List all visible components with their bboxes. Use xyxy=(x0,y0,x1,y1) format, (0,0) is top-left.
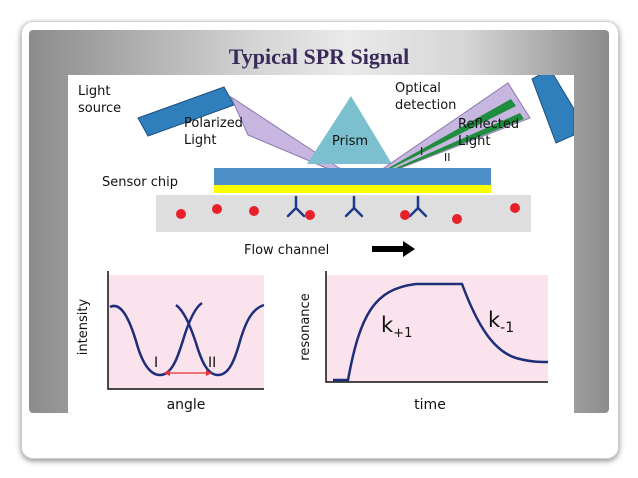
intensity-axis-label: intensity xyxy=(76,299,91,356)
prism xyxy=(307,96,392,164)
slide-title: Typical SPR Signal xyxy=(228,44,410,69)
beam-mark-i: I xyxy=(420,145,423,158)
angle-shift-arrow xyxy=(164,370,212,376)
polarized-light-label-1: Polarized xyxy=(184,116,243,131)
prism-label: Prism xyxy=(332,134,368,149)
time-axis-label: time xyxy=(414,397,446,413)
resonance-plot-axes xyxy=(325,271,548,383)
dip-label-ii: II xyxy=(208,355,216,371)
analyte-particle xyxy=(212,204,222,214)
receptor xyxy=(286,195,306,218)
flow-channel-label: Flow channel xyxy=(244,243,329,258)
receptor xyxy=(344,195,364,218)
reflected-green-band-2 xyxy=(362,113,524,183)
reflected-light-label-2: Light xyxy=(458,134,490,149)
resonance-axis-label: resonance xyxy=(298,293,313,360)
light-source-block xyxy=(137,86,235,137)
analyte-particle xyxy=(305,210,315,220)
intensity-plot-axes xyxy=(107,271,264,390)
light-source-label-2: source xyxy=(78,101,121,116)
polarized-light-label-2: Light xyxy=(184,133,216,148)
reflected-green-band-1 xyxy=(362,99,516,183)
reflected-light-label-1: Reflected xyxy=(458,117,519,132)
beam-mark-ii: II xyxy=(444,151,451,164)
flow-direction-arrow xyxy=(372,241,415,257)
optical-detection-label-1: Optical xyxy=(395,81,441,96)
analyte-particle xyxy=(452,214,462,224)
analyte-particle xyxy=(510,203,520,213)
intensity-curve-ii xyxy=(175,303,265,377)
spr-figure: Light source Polarized Light Prism I II … xyxy=(68,75,574,413)
flow-channel xyxy=(156,195,531,232)
optical-detection-block xyxy=(531,75,574,144)
analyte-particle xyxy=(249,206,259,216)
light-source-label-1: Light xyxy=(78,84,110,99)
resonance-curve xyxy=(333,282,549,382)
reflected-beam xyxy=(361,82,531,184)
optical-detection-label-2: detection xyxy=(395,98,456,113)
receptor xyxy=(408,195,428,218)
angle-axis-label: angle xyxy=(167,397,206,413)
resonance-plot-background xyxy=(326,275,548,382)
sensor-chip-label: Sensor chip xyxy=(102,175,178,190)
dip-label-i: I xyxy=(154,355,158,371)
sensor-chip-blue-layer xyxy=(214,168,491,185)
analyte-particle xyxy=(400,210,410,220)
analyte-particle xyxy=(176,209,186,219)
sensor-chip-gold-layer xyxy=(214,185,491,193)
